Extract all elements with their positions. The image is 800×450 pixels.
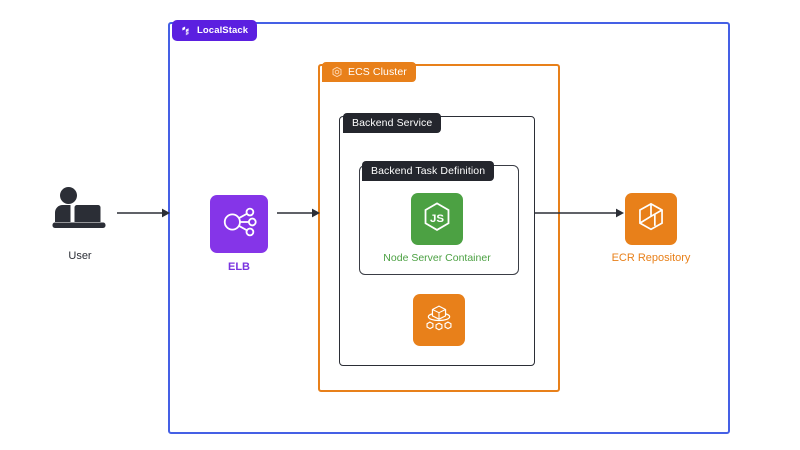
ecr-tile [625, 193, 677, 245]
ecs-cluster-boundary [318, 64, 560, 392]
node-node-server-container: JS Node Server Container [383, 193, 491, 263]
backend-service-badge-label: Backend Service [352, 116, 433, 129]
arrow-backend-service-to-ecr [535, 208, 625, 218]
ecs-service-tile [413, 294, 465, 346]
localstack-boundary [168, 22, 730, 434]
node-elb-label: ELB [228, 261, 250, 273]
node-elb: ELB [210, 195, 268, 273]
ecs-cluster-badge: ECS Cluster [322, 62, 416, 82]
elb-tile [210, 195, 268, 253]
arrow-elb-to-ecs-cluster [277, 208, 321, 218]
nodejs-icon: JS [420, 200, 454, 239]
localstack-icon [181, 25, 192, 36]
elb-icon [220, 203, 258, 246]
backend-task-definition-badge-label: Backend Task Definition [371, 164, 486, 177]
ecr-icon [634, 200, 668, 239]
backend-service-badge: Backend Service [343, 113, 442, 133]
ecs-cluster-icon [331, 66, 343, 78]
svg-text:JS: JS [430, 212, 444, 224]
nodejs-tile: JS [411, 193, 463, 245]
node-ecs-service-icon [413, 294, 465, 346]
ecs-service-icon [421, 300, 457, 341]
user-laptop-icon [52, 186, 108, 239]
localstack-badge-label: LocalStack [197, 24, 249, 36]
arrow-user-to-localstack [117, 208, 171, 218]
node-ecr-repository-label: ECR Repository [611, 252, 691, 264]
node-user: User [52, 186, 108, 262]
node-node-server-container-label: Node Server Container [383, 252, 491, 264]
node-ecr-repository: ECR Repository [612, 193, 690, 264]
backend-task-definition-badge: Backend Task Definition [362, 161, 495, 181]
node-user-label: User [68, 250, 92, 262]
localstack-badge: LocalStack [172, 20, 258, 41]
ecs-cluster-badge-label: ECS Cluster [348, 65, 407, 78]
